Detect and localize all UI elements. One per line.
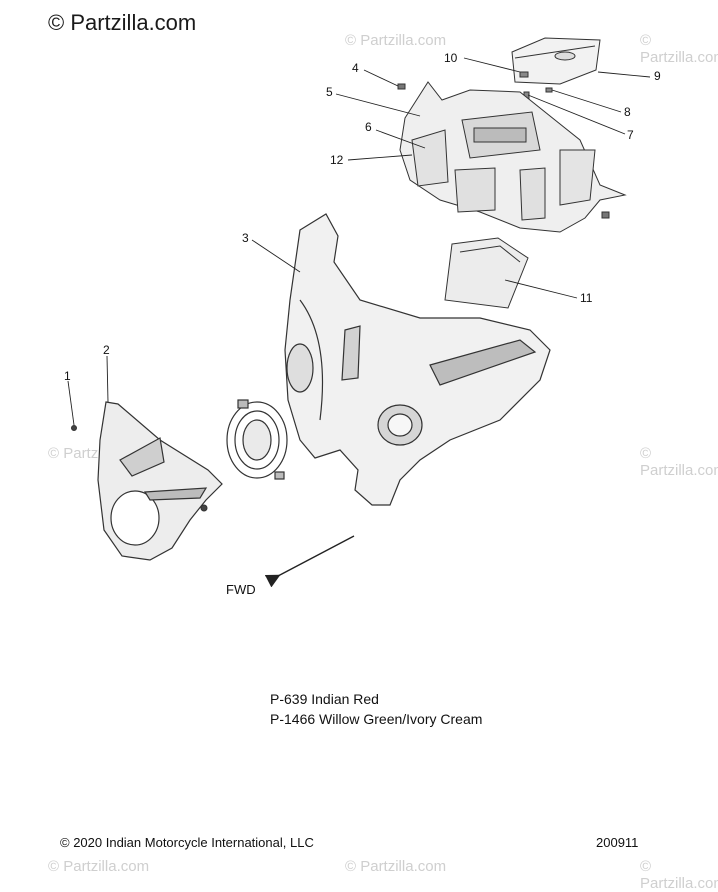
callout-4: 4	[352, 61, 359, 75]
callout-12: 12	[330, 153, 344, 167]
callout-3: 3	[242, 231, 249, 245]
part-11-storage-bin	[444, 237, 529, 309]
forward-arrow-icon	[264, 535, 355, 588]
copyright-notice: © 2020 Indian Motorcycle International, …	[60, 835, 314, 850]
callout-5: 5	[326, 85, 333, 99]
callout-10: 10	[444, 51, 458, 65]
part-5-inner-fairing	[399, 81, 627, 233]
callout-1: 1	[64, 369, 71, 383]
callout-8: 8	[624, 105, 631, 119]
ghost-watermark: © Partzilla.com	[640, 445, 718, 479]
part-9-lid	[511, 37, 601, 85]
ghost-watermark: © Partzilla.com	[640, 32, 718, 66]
diagram-id: 200911	[596, 835, 639, 850]
callout-7: 7	[627, 128, 634, 142]
ghost-watermark: © Partzilla.com	[640, 858, 718, 892]
ghost-watermark: © Partzilla.com	[345, 858, 447, 875]
ghost-watermark: © Partzilla.com	[345, 32, 447, 49]
paint-code-red: P-639 Indian Red	[270, 691, 379, 707]
callout-11: 11	[580, 291, 593, 305]
headlight-ring	[226, 399, 288, 480]
forward-direction-label: FWD	[226, 582, 256, 597]
leader-lines	[67, 57, 651, 426]
partzilla-watermark-logo: © Partzilla.com	[48, 10, 197, 35]
part-2-headlight-bezel	[97, 401, 223, 561]
ghost-watermark: © Partzilla.com	[48, 858, 150, 875]
paint-code-green: P-1466 Willow Green/Ivory Cream	[270, 711, 483, 727]
part-3-outer-fairing	[284, 213, 551, 506]
callout-6: 6	[365, 120, 372, 134]
callout-2: 2	[103, 343, 110, 357]
callout-9: 9	[654, 69, 661, 83]
fasteners-4	[397, 83, 610, 219]
callout-numbers: 1 2 3 4 5 6 7 8 9 10 11 12	[64, 51, 661, 383]
fasteners-1	[71, 425, 208, 512]
